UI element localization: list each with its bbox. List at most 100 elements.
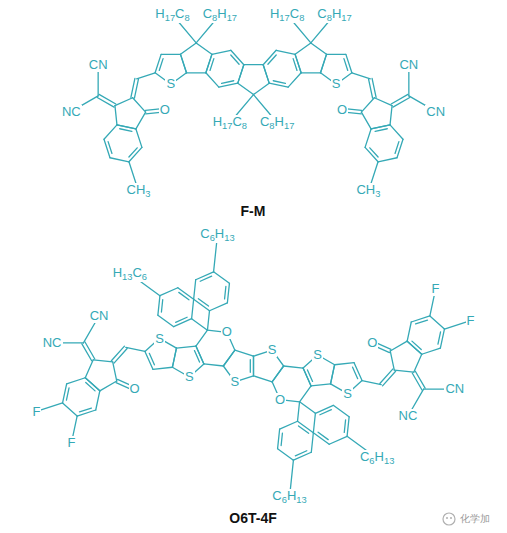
bond-line <box>194 351 199 362</box>
bond-line <box>263 65 269 83</box>
bond-line <box>415 371 425 388</box>
bond-line <box>93 360 112 362</box>
atom-label: C8H17 <box>202 7 238 23</box>
bond-line <box>284 366 303 368</box>
bond-line <box>97 97 114 107</box>
bond-line <box>361 112 371 129</box>
bond-line <box>278 429 280 448</box>
bond-line <box>331 365 335 384</box>
atom-label: H17C8 <box>212 115 248 131</box>
bond-line <box>235 350 254 356</box>
atom-label: C6H13 <box>359 450 395 466</box>
bond-line <box>181 54 187 72</box>
bond-line <box>254 83 270 94</box>
bond-line <box>313 413 315 432</box>
bond-line <box>272 366 284 382</box>
bond-line <box>149 353 154 364</box>
bond-line <box>268 55 276 64</box>
bond-line <box>321 54 327 72</box>
bond-line <box>126 347 145 351</box>
bond-line <box>278 449 294 461</box>
bond-line <box>295 54 301 72</box>
bond-line <box>176 346 195 348</box>
bond-line <box>375 129 387 132</box>
bond-line <box>362 381 381 385</box>
atom-label: F <box>466 314 476 328</box>
bond-line <box>298 426 308 433</box>
bond-line <box>307 370 312 381</box>
compound-name: F-M <box>240 204 267 219</box>
bond-line <box>104 139 110 157</box>
bond-line <box>407 322 411 341</box>
bond-line <box>176 317 187 322</box>
compound-name: O6T-4F <box>228 511 277 526</box>
bond-line <box>129 147 142 161</box>
atom-label: O <box>159 103 171 117</box>
bond-line <box>192 299 194 318</box>
bond-line <box>198 299 208 306</box>
atom-label: O <box>129 382 141 396</box>
atom-label: O <box>274 393 286 407</box>
atom-label: C8H17 <box>316 7 352 23</box>
bond-line <box>390 351 394 370</box>
atom-label: CH3 <box>355 183 381 199</box>
bond-line <box>181 43 197 54</box>
bond-line <box>365 147 378 161</box>
bond-line <box>321 54 327 72</box>
bond-line <box>231 55 239 64</box>
bond-line <box>393 97 410 107</box>
atom-label: CH3 <box>126 183 152 199</box>
bond-line <box>315 405 333 413</box>
bond-line <box>378 158 397 162</box>
atom-label: CN <box>425 105 446 119</box>
bond-line <box>223 350 235 366</box>
atom-label: C6H13 <box>271 489 307 505</box>
bond-line <box>209 303 227 311</box>
bond-line <box>85 378 100 391</box>
bond-line <box>397 139 403 157</box>
bond-line <box>178 288 194 300</box>
bond-line <box>179 292 189 299</box>
bond-line <box>326 54 345 55</box>
bond-line <box>394 370 413 372</box>
bond-line <box>206 54 212 72</box>
atom-label: O <box>366 336 378 350</box>
bond-line <box>174 319 192 327</box>
bond-line <box>329 436 347 444</box>
bond-line <box>212 50 231 54</box>
bond-line <box>134 79 138 98</box>
bond-line <box>82 344 92 361</box>
bond-line <box>227 283 229 302</box>
bond-line <box>301 72 320 73</box>
bond-line <box>276 50 295 54</box>
bond-line <box>300 402 316 414</box>
bond-line <box>129 148 137 157</box>
bond-line <box>214 272 230 284</box>
bond-line <box>395 142 399 154</box>
bond-line <box>331 365 335 384</box>
atom-label: F <box>66 436 76 450</box>
watermark: 化学加 <box>459 514 491 525</box>
atom-label: O <box>221 325 233 339</box>
bond-line <box>114 349 127 364</box>
bond-line <box>160 288 178 296</box>
bond-line <box>320 410 331 415</box>
atom-label: C8H17 <box>259 115 295 131</box>
bond-line <box>131 78 135 97</box>
bond-line <box>196 346 204 364</box>
atom-label: S <box>267 343 278 357</box>
bond-line <box>63 403 78 416</box>
atom-label: CN <box>398 58 419 72</box>
bond-line <box>311 433 313 452</box>
bond-line <box>416 320 428 324</box>
atom-label: CN <box>88 58 109 72</box>
bond-line <box>253 356 254 376</box>
bond-line <box>206 73 219 87</box>
bond-line <box>280 421 298 429</box>
bond-line <box>311 384 330 386</box>
bond-line <box>161 54 180 55</box>
bond-line <box>344 59 348 71</box>
bond-line <box>422 348 441 354</box>
bond-line <box>196 346 204 364</box>
